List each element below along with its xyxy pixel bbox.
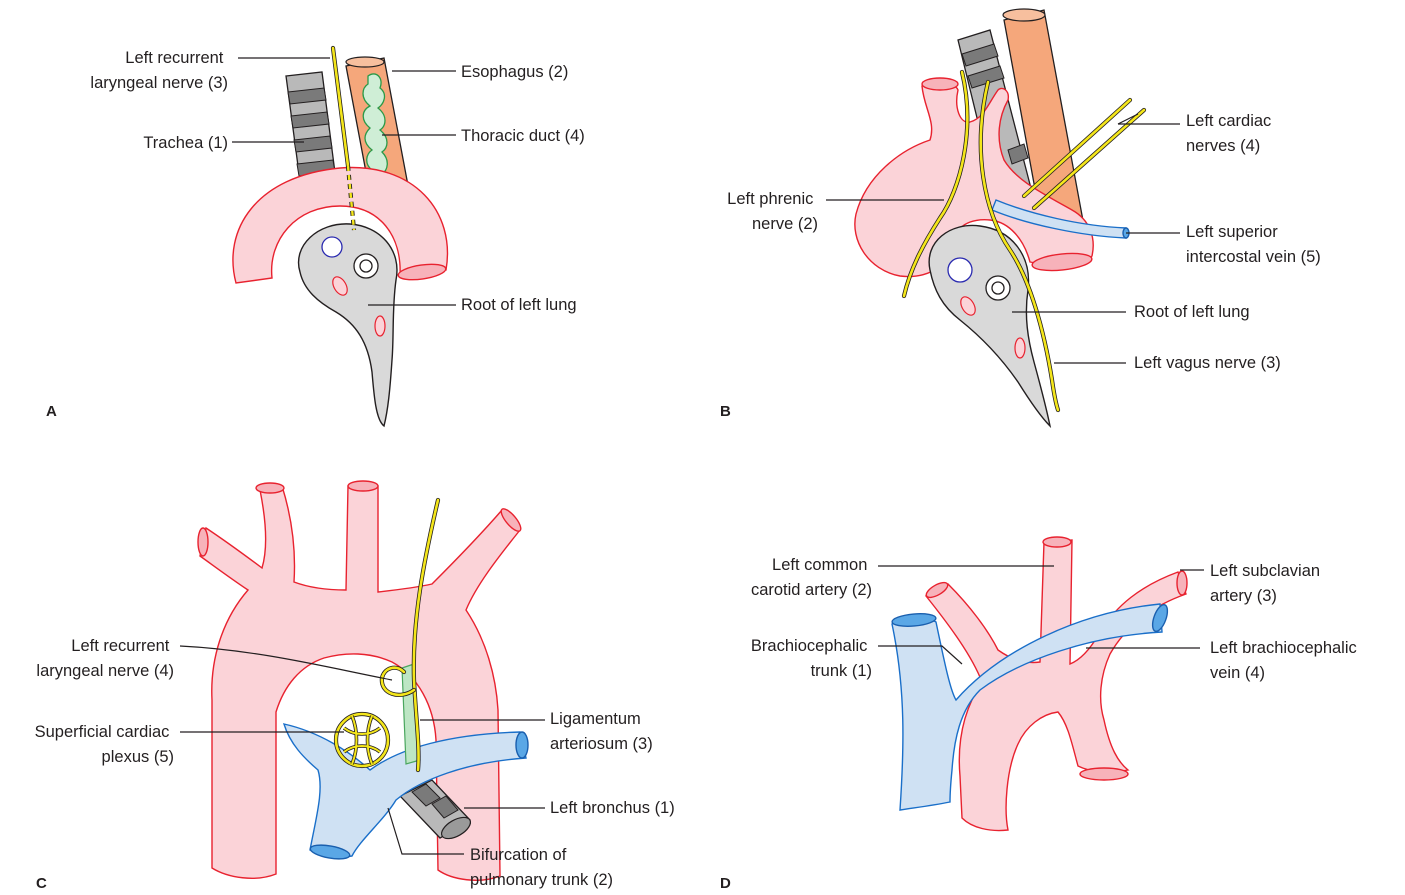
- label-b-phrenic: Left phrenic nerve (2): [727, 190, 818, 233]
- panel-d: Left common carotid artery (2) Left subc…: [720, 537, 1361, 892]
- label-d-lbcv: Left brachiocephalic vein (4): [1210, 639, 1361, 682]
- label-c-ligament: Ligamentum arteriosum (3): [550, 710, 653, 753]
- label-d-brachio: Brachiocephalic trunk (1): [751, 637, 872, 680]
- label-c-lrln: Left recurrent laryngeal nerve (4): [36, 637, 174, 680]
- panel-b: Left cardiac nerves (4) Left phrenic ner…: [720, 9, 1321, 426]
- label-a-lrln: Left recurrent laryngeal nerve (3): [90, 49, 228, 92]
- label-c-bronchus: Left bronchus (1): [550, 799, 675, 817]
- label-a-root: Root of left lung: [461, 296, 577, 314]
- label-b-vagus: Left vagus nerve (3): [1134, 354, 1281, 372]
- aortic-arch-d: [926, 540, 1186, 831]
- panel-letter-b: B: [720, 403, 731, 420]
- panel-a: Left recurrent laryngeal nerve (3) Trach…: [46, 48, 585, 426]
- label-d-subclavian: Left subclavian artery (3): [1210, 562, 1325, 605]
- superficial-cardiac-plexus-c: [336, 714, 388, 766]
- label-b-sivein: Left superior intercostal vein (5): [1186, 223, 1321, 266]
- label-d-lcca: Left common carotid artery (2): [751, 556, 872, 599]
- panel-letter-a: A: [46, 403, 57, 420]
- label-b-root: Root of left lung: [1134, 303, 1250, 321]
- panel-c: Left recurrent laryngeal nerve (4) Super…: [35, 481, 675, 892]
- label-a-esophagus: Esophagus (2): [461, 63, 568, 81]
- label-a-duct: Thoracic duct (4): [461, 127, 585, 145]
- panel-letter-d: D: [720, 875, 731, 892]
- panel-letter-c: C: [36, 875, 47, 892]
- label-c-plexus: Superficial cardiac plexus (5): [35, 723, 174, 766]
- label-b-cardiac: Left cardiac nerves (4): [1186, 112, 1276, 155]
- label-a-trachea: Trachea (1): [143, 134, 228, 152]
